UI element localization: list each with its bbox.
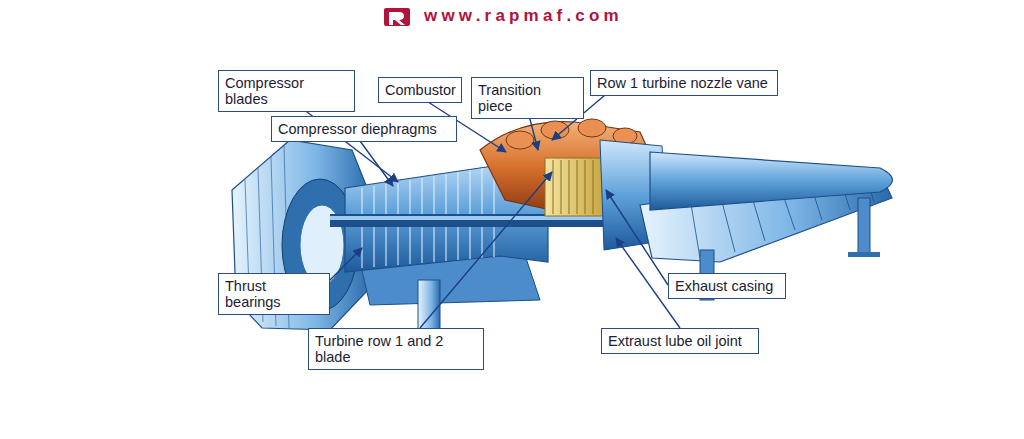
turbine-rotor — [545, 158, 603, 216]
watermark: www.rapmaf.com — [424, 6, 623, 26]
label-box: Extraust lube oil joint — [601, 328, 759, 354]
logo-mark — [384, 8, 410, 26]
label-box: Exhaust casing — [668, 273, 786, 299]
turbine-blades — [553, 160, 593, 214]
exhaust-cone — [650, 152, 893, 210]
part-label: Transition piece — [478, 82, 577, 114]
shaft-highlight — [330, 216, 630, 220]
label-box: Row 1 turbine nozzle vane — [590, 70, 778, 96]
part-label: Extraust lube oil joint — [608, 333, 752, 349]
part-label: Turbine row 1 and 2 blade — [315, 333, 477, 365]
label-box: Compressor blades — [218, 70, 355, 112]
part-label: Compressor blades — [225, 75, 348, 107]
support-foot — [848, 252, 880, 257]
part-label: Combustor — [385, 82, 455, 98]
label-box: Combustor — [378, 77, 462, 103]
part-label: Row 1 turbine nozzle vane — [597, 75, 771, 91]
part-label: Exhaust casing — [675, 278, 779, 294]
part-label: Thrust bearings — [225, 278, 323, 310]
label-box: Transition piece — [471, 77, 584, 119]
part-label: Compressor diephragms — [278, 121, 450, 137]
label-box: Turbine row 1 and 2 blade — [308, 328, 484, 370]
label-box: Compressor diephragms — [271, 116, 457, 142]
support-leg — [858, 198, 870, 254]
label-box: Thrust bearings — [218, 273, 330, 315]
